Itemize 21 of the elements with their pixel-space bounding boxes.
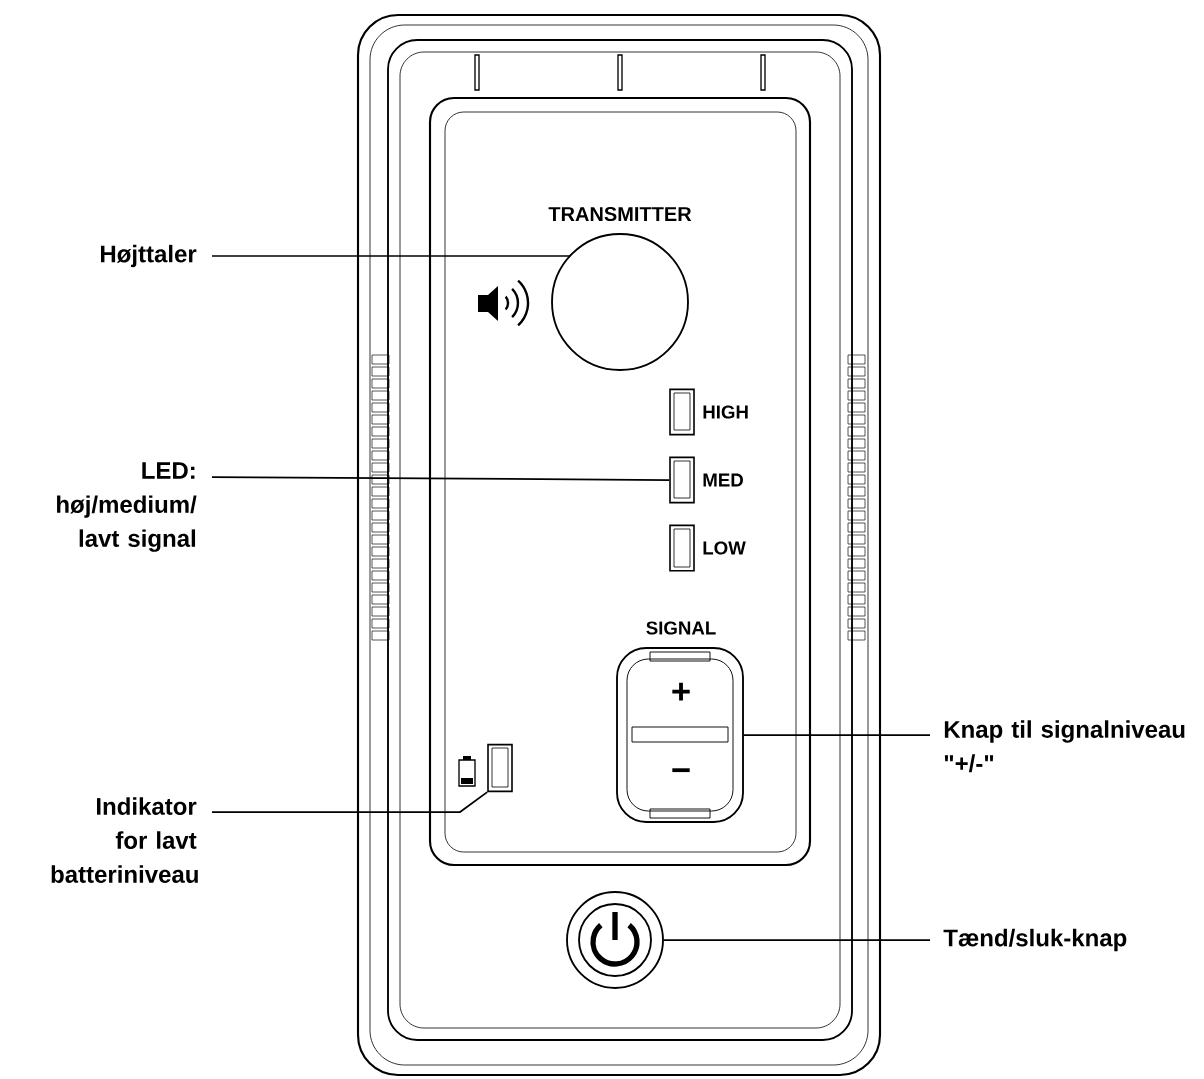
callout-text: Knap til signalniveau "+/-" bbox=[944, 720, 1185, 773]
leader-line bbox=[743, 734, 931, 736]
leader-line bbox=[211, 255, 571, 257]
led-label: LOW bbox=[703, 541, 746, 555]
speaker-grille bbox=[551, 233, 689, 371]
signal-button: + − bbox=[616, 647, 744, 823]
power-button bbox=[566, 891, 664, 989]
led-lamp bbox=[669, 524, 695, 572]
leader-line bbox=[211, 476, 671, 481]
led-lamp bbox=[669, 456, 695, 504]
leader-line bbox=[663, 939, 931, 941]
button-heading: SIGNAL bbox=[646, 621, 716, 635]
leader-line bbox=[211, 791, 489, 813]
callout-text: Højttaler bbox=[101, 244, 197, 268]
led-lamp bbox=[487, 743, 513, 793]
led-label: MED bbox=[703, 473, 743, 487]
led-label: HIGH bbox=[703, 405, 748, 419]
callout-text: Indikator for lavt batteriniveau bbox=[51, 797, 198, 883]
callout-text: LED: høj/medium/ lavt signal bbox=[57, 462, 197, 552]
callout-text: Tænd/sluk-knap bbox=[943, 928, 1127, 952]
led-lamp bbox=[669, 388, 695, 436]
